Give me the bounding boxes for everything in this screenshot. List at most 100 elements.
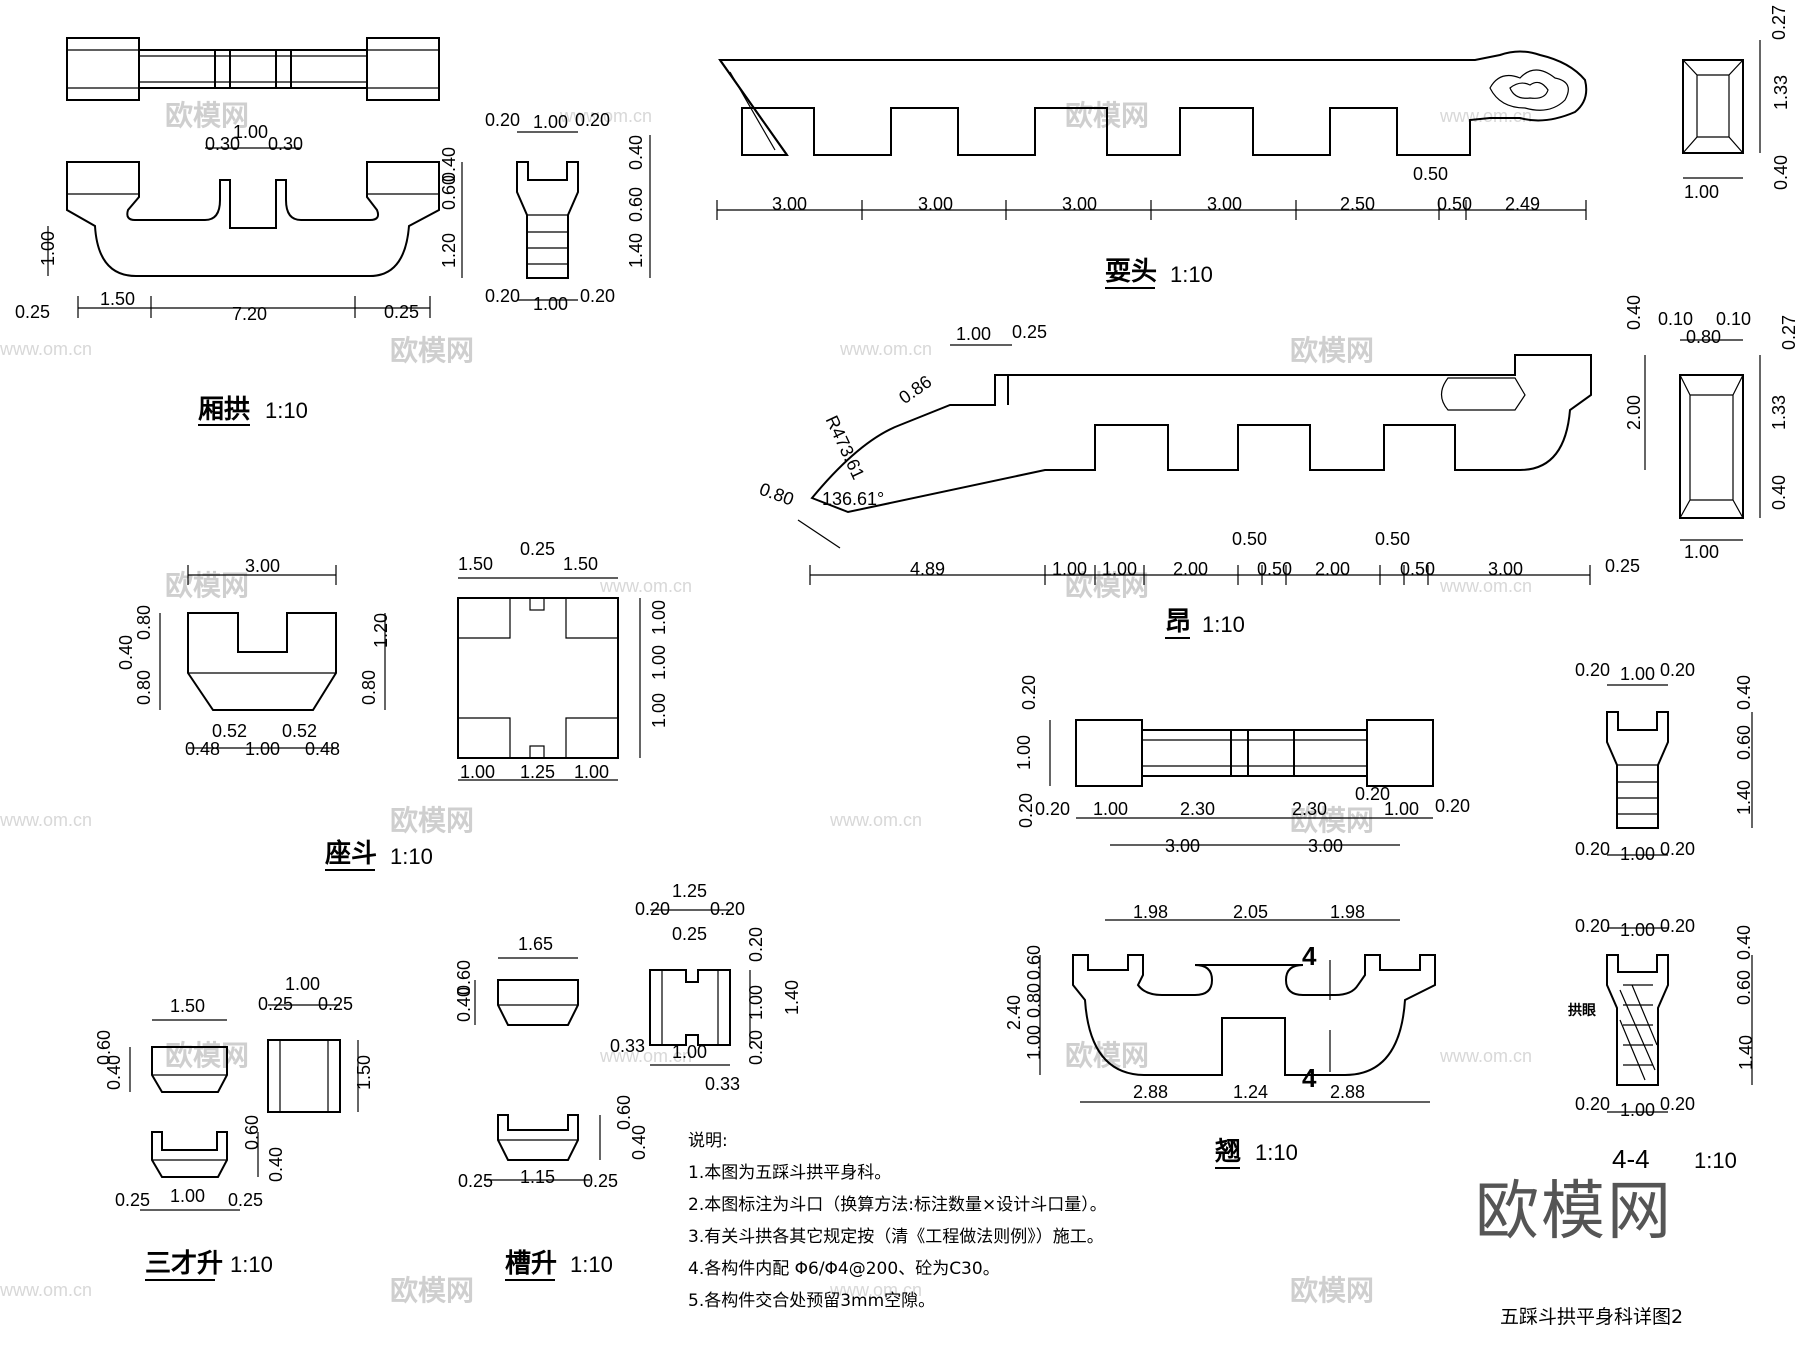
svg-text:1.00: 1.00 (1684, 542, 1719, 562)
svg-text:0.10: 0.10 (1658, 309, 1693, 329)
svg-text:翘: 翘 (1214, 1136, 1241, 1166)
svg-text:1.00: 1.00 (649, 600, 669, 635)
svg-text:1.00: 1.00 (1014, 735, 1034, 770)
svg-text:3.00: 3.00 (1488, 559, 1523, 579)
svg-text:1:10: 1:10 (1694, 1148, 1737, 1173)
svg-text:0.60: 0.60 (454, 960, 474, 995)
svg-text:0.40: 0.40 (104, 1055, 124, 1090)
svg-text:2.00: 2.00 (1315, 559, 1350, 579)
svg-text:1:10: 1:10 (1255, 1140, 1298, 1165)
svg-text:0.25: 0.25 (258, 994, 293, 1014)
section-4-4-drawing: 拱眼 0.20 1.00 0.20 0.40 0.60 1.40 0.20 1.… (1568, 916, 1756, 1174)
svg-text:0.20: 0.20 (485, 286, 520, 306)
qiao-plan-drawing: 0.20 1.00 0.20 0.20 1.00 2.30 2.30 1.00 … (1014, 675, 1470, 856)
svg-text:0.25: 0.25 (583, 1171, 618, 1191)
svg-text:1.00: 1.00 (1102, 559, 1137, 579)
qiao-elevation-drawing: 1.98 2.05 1.98 2.40 0.60 0.80 1.00 2.88 … (1004, 902, 1436, 1169)
svg-text:1.00: 1.00 (170, 1186, 205, 1206)
svg-text:0.25: 0.25 (115, 1190, 150, 1210)
svg-text:1.00: 1.00 (1620, 844, 1655, 864)
svg-text:2.00: 2.00 (1624, 395, 1644, 430)
sheet-title: 五踩斗拱平身科详图2 (1500, 1306, 1684, 1328)
svg-text:0.20: 0.20 (1016, 793, 1036, 828)
svg-text:1.00: 1.00 (1024, 1025, 1044, 1060)
svg-text:www.om.cn: www.om.cn (0, 1280, 92, 1300)
svg-text:0.80: 0.80 (359, 670, 379, 705)
svg-text:0.60: 0.60 (94, 1030, 114, 1065)
qiao-side-drawing: 0.20 1.00 0.20 0.40 0.60 1.40 0.20 1.00 … (1575, 660, 1754, 864)
svg-text:1.50: 1.50 (170, 996, 205, 1016)
svg-text:0.40: 0.40 (439, 147, 459, 182)
svg-text:0.20: 0.20 (1575, 660, 1610, 680)
svg-text:0.80: 0.80 (134, 605, 154, 640)
svg-text:4-4: 4-4 (1612, 1144, 1650, 1174)
svg-text:0.25: 0.25 (228, 1190, 263, 1210)
svg-text:www.om.cn: www.om.cn (0, 810, 92, 830)
note-item: 1.本图为五踩斗拱平身科。 (688, 1163, 892, 1183)
shuaitou-drawing: 3.00 3.00 3.00 3.00 2.50 0.50 2.49 0.50 … (716, 50, 1588, 289)
svg-text:三才升: 三才升 (145, 1248, 223, 1278)
svg-text:www.om.cn: www.om.cn (559, 106, 652, 126)
svg-text:0.20: 0.20 (1660, 839, 1695, 859)
svg-text:0.80: 0.80 (1686, 327, 1721, 347)
svg-text:0.20: 0.20 (1435, 796, 1470, 816)
svg-text:0.60: 0.60 (626, 187, 646, 222)
svg-text:2.49: 2.49 (1505, 194, 1540, 214)
note-item: 3.有关斗拱各其它规定按（清《工程做法则例》）施工。 (688, 1227, 1104, 1247)
svg-text:www.om.cn: www.om.cn (839, 339, 932, 359)
svg-text:0.60: 0.60 (1024, 945, 1044, 980)
svg-text:欧模网: 欧模网 (1290, 1275, 1374, 1306)
svg-text:0.25: 0.25 (1605, 556, 1640, 576)
svg-text:0.40: 0.40 (1771, 155, 1791, 190)
svg-text:1.15: 1.15 (520, 1167, 555, 1187)
svg-text:0.20: 0.20 (1575, 839, 1610, 859)
svg-text:1.25: 1.25 (672, 881, 707, 901)
svg-text:0.60: 0.60 (439, 175, 459, 210)
svg-text:0.80: 0.80 (757, 479, 797, 510)
svg-text:1.00: 1.00 (38, 231, 58, 266)
svg-text:0.20: 0.20 (580, 286, 615, 306)
svg-text:1:10: 1:10 (1170, 262, 1213, 287)
svg-text:0.50: 0.50 (1437, 194, 1472, 214)
svg-text:0.60: 0.60 (614, 1095, 634, 1130)
svg-text:1.00: 1.00 (1684, 182, 1719, 202)
svg-text:0.48: 0.48 (305, 739, 340, 759)
notes-heading: 说明: (688, 1131, 728, 1151)
svg-text:0.20: 0.20 (1355, 784, 1390, 804)
zuodou-plan-drawing: 1.50 0.25 1.50 1.00 1.00 1.00 1.00 1.25 … (457, 539, 669, 782)
svg-text:0.25: 0.25 (318, 994, 353, 1014)
svg-text:0.50: 0.50 (1375, 529, 1410, 549)
watermark-layer: 欧模网 www.om.cn 欧模网 www.om.cn 欧模网 www.om.c… (0, 100, 1532, 1306)
svg-text:www.om.cn: www.om.cn (829, 1280, 922, 1300)
svg-text:1.50: 1.50 (354, 1055, 374, 1090)
svg-text:0.25: 0.25 (672, 924, 707, 944)
svg-text:4: 4 (1302, 1063, 1317, 1093)
svg-text:1:10: 1:10 (1202, 612, 1245, 637)
svg-text:1.33: 1.33 (1771, 75, 1791, 110)
svg-text:0.25: 0.25 (458, 1171, 493, 1191)
svg-text:0.40: 0.40 (1734, 675, 1754, 710)
svg-text:7.20: 7.20 (232, 304, 267, 324)
svg-text:0.50: 0.50 (1400, 559, 1435, 579)
svg-text:0.40: 0.40 (1624, 295, 1644, 330)
svg-text:1.65: 1.65 (518, 934, 553, 954)
svg-text:0.20: 0.20 (1660, 1094, 1695, 1114)
svg-text:1.50: 1.50 (563, 554, 598, 574)
svg-text:1.00: 1.00 (746, 985, 766, 1020)
svg-text:1.40: 1.40 (1736, 1035, 1756, 1070)
svg-text:1.00: 1.00 (956, 324, 991, 344)
svg-text:1.00: 1.00 (649, 645, 669, 680)
svg-text:www.om.cn: www.om.cn (0, 339, 92, 359)
svg-text:欧模网: 欧模网 (390, 1275, 474, 1306)
note-item: 4.各构件内配 Φ6/Φ4@200、砼为C30。 (688, 1259, 1000, 1279)
caosheng-drawing: 1.65 0.40 0.60 1.25 0.20 0.20 0.25 0.20 … (454, 881, 802, 1281)
svg-text:0.20: 0.20 (635, 899, 670, 919)
svg-text:1:10: 1:10 (390, 844, 433, 869)
svg-text:3.00: 3.00 (1207, 194, 1242, 214)
svg-text:0.20: 0.20 (1660, 660, 1695, 680)
shuaitou-side-drawing: 0.27 1.33 0.40 1.00 (1682, 5, 1791, 202)
svg-text:1.00: 1.00 (460, 762, 495, 782)
svg-text:槽升: 槽升 (505, 1248, 557, 1278)
svg-text:4: 4 (1302, 941, 1317, 971)
svg-text:2.40: 2.40 (1004, 995, 1024, 1030)
